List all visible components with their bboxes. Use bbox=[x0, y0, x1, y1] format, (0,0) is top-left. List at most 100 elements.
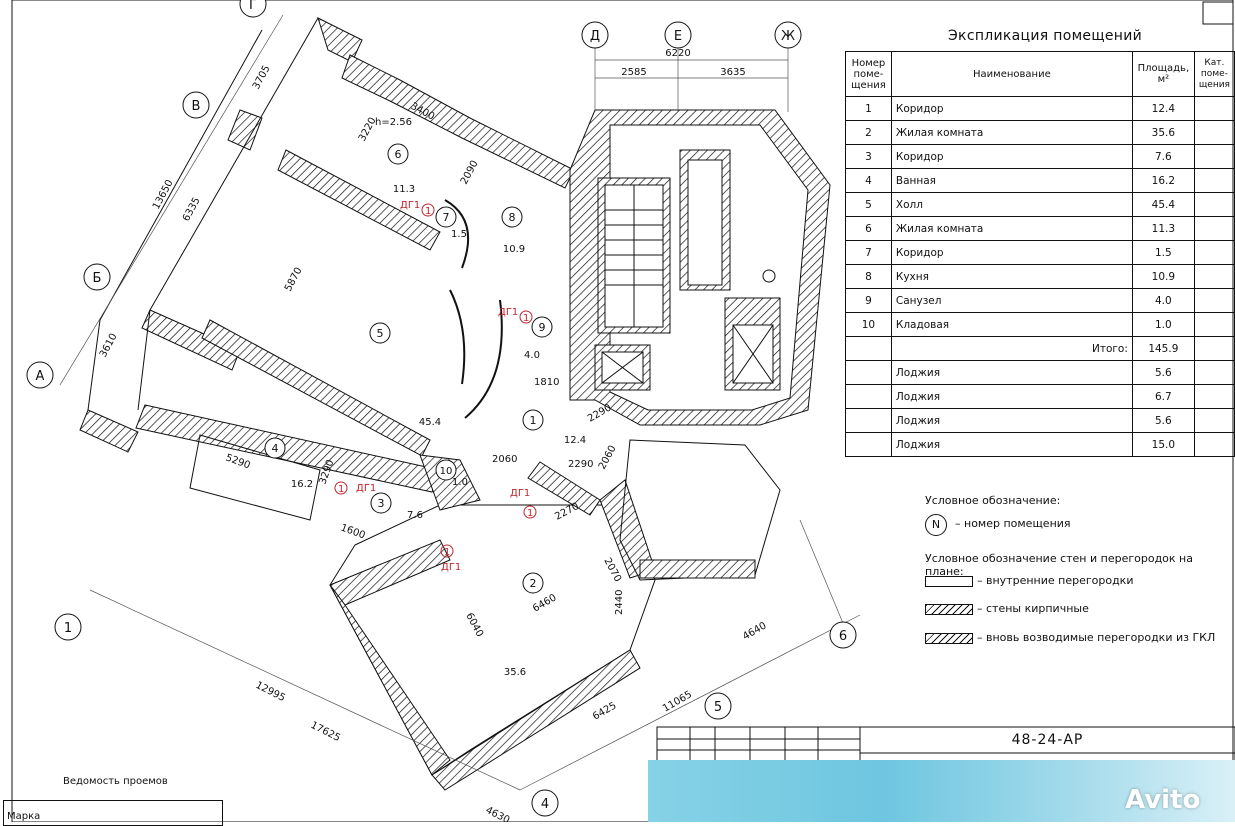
room-name: Кладовая bbox=[890, 312, 1133, 337]
dim-text: 2440 bbox=[614, 590, 625, 615]
room-name: Лоджия bbox=[890, 360, 1133, 385]
west-wing bbox=[79, 17, 575, 521]
blurred-area bbox=[648, 760, 1235, 822]
ceiling-height: h=2.56 bbox=[375, 117, 412, 128]
dim-text: 12995 bbox=[254, 680, 287, 704]
axis-left-v: В bbox=[182, 91, 210, 119]
room-number: 7 bbox=[845, 240, 892, 265]
room-number: 8 bbox=[845, 264, 892, 289]
curved-wall bbox=[464, 299, 503, 419]
outline bbox=[329, 504, 656, 776]
room-name: Холл bbox=[890, 192, 1133, 217]
col-cat: Кат. поме-щения bbox=[1193, 51, 1235, 97]
room-area: 4.0 bbox=[1131, 288, 1195, 313]
dim-text: 1810 bbox=[534, 377, 559, 388]
axis-label: 4 bbox=[541, 797, 549, 812]
door-label: ДГ1 bbox=[356, 483, 376, 494]
wall bbox=[317, 17, 363, 63]
dim-text: 2270 bbox=[553, 501, 581, 523]
room-name: Кухня bbox=[890, 264, 1133, 289]
east-wing bbox=[329, 439, 781, 791]
svg-text:1: 1 bbox=[530, 414, 537, 427]
room-category bbox=[1193, 408, 1235, 433]
svg-text:10: 10 bbox=[440, 466, 453, 477]
axis-left-a: А bbox=[26, 361, 54, 389]
dim-text: 2070 bbox=[601, 556, 623, 584]
dim-text: 3705 bbox=[251, 64, 273, 92]
svg-text:9: 9 bbox=[539, 321, 546, 334]
room-area: 10.9 bbox=[1131, 264, 1195, 289]
door-label: ДГ1 bbox=[510, 488, 530, 499]
legend-room-symbol: N bbox=[925, 514, 947, 536]
room-name: Жилая комната bbox=[890, 120, 1133, 145]
dim-text: 2290 bbox=[568, 459, 593, 470]
svg-text:1: 1 bbox=[444, 547, 450, 558]
room-number: 4 bbox=[845, 168, 892, 193]
axis-bubbles: Д Е Ж Г В Б А 1 4 5 6 bbox=[26, 0, 857, 817]
room-number bbox=[845, 432, 892, 457]
explication-table: Номер поме-щения Наименование Площадь, м… bbox=[845, 51, 1235, 457]
room-category bbox=[1193, 96, 1235, 121]
rooms: 112.4 235.6 37.6 416.2 545.4 611.3 71.5 … bbox=[264, 143, 586, 678]
dim-text: 17625 bbox=[309, 720, 342, 744]
dim-text: 3635 bbox=[720, 67, 745, 78]
room-number: 10 bbox=[845, 312, 892, 337]
axis-top-e: Е bbox=[664, 21, 692, 49]
room-category bbox=[1193, 144, 1235, 169]
corner-box bbox=[1202, 1, 1234, 25]
legend-swatch-partition bbox=[925, 576, 973, 587]
svg-text:2: 2 bbox=[530, 577, 537, 590]
legend-room-text: – номер помещения bbox=[955, 517, 1071, 530]
outline bbox=[99, 29, 263, 321]
bath-wall bbox=[189, 434, 321, 521]
room-area: 15.0 bbox=[1131, 432, 1195, 457]
total-value: 145.9 bbox=[1131, 336, 1195, 361]
curved-wall bbox=[449, 289, 466, 385]
legend-swatch-gkl bbox=[925, 633, 973, 644]
svg-text:1.0: 1.0 bbox=[452, 477, 468, 488]
room-5: 545.4 bbox=[369, 322, 441, 428]
axis-top-zh: Ж bbox=[774, 21, 802, 49]
svg-text:5: 5 bbox=[377, 327, 384, 340]
room-8: 810.9 bbox=[501, 206, 525, 255]
svg-text:1: 1 bbox=[523, 313, 529, 324]
room-name: Лоджия bbox=[890, 432, 1133, 457]
dim-text: 2585 bbox=[621, 67, 646, 78]
total-row: Итого: 145.9 bbox=[845, 336, 1235, 361]
svg-text:4.0: 4.0 bbox=[524, 350, 540, 361]
col-name: Наименование bbox=[890, 51, 1133, 97]
room-area: 5.6 bbox=[1131, 408, 1195, 433]
dim-text: 1600 bbox=[339, 522, 367, 541]
wall bbox=[227, 109, 263, 151]
wall bbox=[79, 409, 139, 453]
room-name: Ванная bbox=[890, 168, 1133, 193]
room-number: 1 bbox=[845, 96, 892, 121]
svg-text:3: 3 bbox=[378, 497, 385, 510]
room-area: 16.2 bbox=[1131, 168, 1195, 193]
room-name: Коридор bbox=[890, 240, 1133, 265]
room-name: Коридор bbox=[890, 96, 1133, 121]
room-category bbox=[1193, 120, 1235, 145]
axis-bottom-4: 4 bbox=[531, 789, 559, 817]
door-marks: ДГ1 1 ДГ1 1 ДГ1 1 ДГ1 1 ДГ1 1 bbox=[334, 200, 537, 573]
room-number bbox=[845, 384, 892, 409]
drawing-code: 48-24-АР bbox=[1011, 732, 1084, 748]
svg-text:1: 1 bbox=[338, 484, 344, 495]
dim-text: 6220 bbox=[665, 48, 690, 59]
axis-label: 1 bbox=[64, 621, 72, 636]
svg-text:1: 1 bbox=[527, 508, 533, 519]
room-number bbox=[845, 408, 892, 433]
room-number: 5 bbox=[845, 192, 892, 217]
dim-text: 2060 bbox=[597, 444, 619, 472]
room-number: 2 bbox=[845, 120, 892, 145]
dim-text: 4640 bbox=[741, 620, 769, 642]
